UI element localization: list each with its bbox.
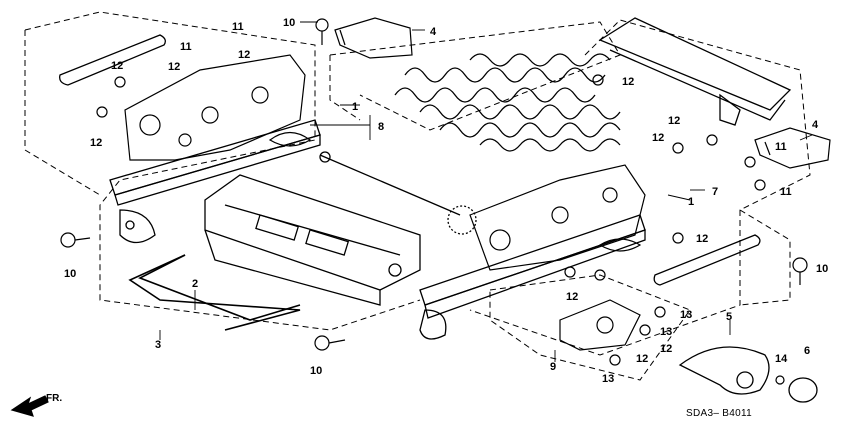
callout-12-f: 12 bbox=[668, 115, 680, 127]
callout-12-e: 12 bbox=[622, 76, 634, 88]
torsion-rod bbox=[128, 254, 301, 331]
lever-cover bbox=[678, 346, 770, 395]
cross-shaft bbox=[319, 151, 477, 235]
callout-3: 3 bbox=[155, 339, 161, 351]
callout-10-left: 10 bbox=[64, 268, 76, 280]
callout-13-c: 13 bbox=[602, 373, 614, 385]
callout-12-c: 12 bbox=[111, 60, 123, 72]
upper-slide-rail bbox=[598, 17, 792, 126]
callout-5: 5 bbox=[726, 311, 732, 323]
right-assembly-boundary bbox=[469, 19, 811, 356]
left-link-arm bbox=[59, 34, 166, 86]
callout-10-right: 10 bbox=[816, 263, 828, 275]
callout-12-b: 12 bbox=[168, 61, 180, 73]
callout-12-d: 12 bbox=[90, 137, 102, 149]
callout-4-top: 4 bbox=[430, 26, 437, 38]
callout-7: 7 bbox=[712, 186, 718, 198]
right-seat-rail bbox=[419, 214, 646, 340]
callout-12-k: 12 bbox=[636, 353, 648, 365]
trim-cover-top bbox=[334, 17, 413, 59]
callout-4-right: 4 bbox=[812, 119, 819, 131]
spring-group-boundary bbox=[329, 21, 621, 131]
callout-2: 2 bbox=[192, 278, 198, 290]
callout-11-c: 11 bbox=[775, 141, 787, 153]
callout-13-a: 13 bbox=[680, 309, 692, 321]
callout-10-bottom: 10 bbox=[310, 365, 322, 377]
callout-14: 14 bbox=[775, 353, 788, 365]
left-assembly-boundary bbox=[24, 11, 421, 331]
callout-12-j: 12 bbox=[660, 343, 672, 355]
cap bbox=[788, 377, 818, 403]
callout-1-mid: 1 bbox=[688, 196, 694, 208]
left-recliner-mechanism bbox=[124, 54, 312, 161]
bolts bbox=[60, 18, 808, 385]
seat-pan bbox=[204, 174, 421, 306]
lower-bracket bbox=[559, 299, 641, 351]
trim-cover-right bbox=[754, 127, 831, 169]
callout-12-a: 12 bbox=[238, 49, 250, 61]
callout-11-d: 11 bbox=[780, 186, 792, 198]
seat-springs bbox=[394, 53, 621, 152]
callout-6: 6 bbox=[804, 345, 810, 357]
diagram-code: SDA3– B4011 bbox=[686, 408, 752, 419]
front-arrow-icon bbox=[10, 395, 49, 417]
bracket-group-boundary bbox=[489, 274, 691, 381]
callout-11-a: 11 bbox=[232, 21, 244, 33]
left-seat-rail bbox=[109, 119, 321, 244]
callout-13-b: 13 bbox=[660, 326, 672, 338]
callout-9: 9 bbox=[550, 361, 556, 373]
callout-8: 8 bbox=[378, 121, 384, 133]
right-link-arm bbox=[653, 234, 761, 286]
callout-10-topleft: 10 bbox=[283, 17, 295, 29]
right-recliner-mechanism bbox=[469, 164, 646, 271]
callout-labels: 1 1 2 3 4 4 5 6 7 8 9 10 10 10 10 11 11 … bbox=[46, 17, 828, 419]
leader-lines bbox=[159, 21, 813, 362]
callout-12-g: 12 bbox=[652, 132, 664, 144]
callout-11-b: 11 bbox=[180, 41, 192, 53]
callout-12-i: 12 bbox=[566, 291, 578, 303]
front-label: FR. bbox=[46, 393, 62, 404]
callout-12-h: 12 bbox=[696, 233, 708, 245]
callout-1-top: 1 bbox=[352, 101, 358, 113]
